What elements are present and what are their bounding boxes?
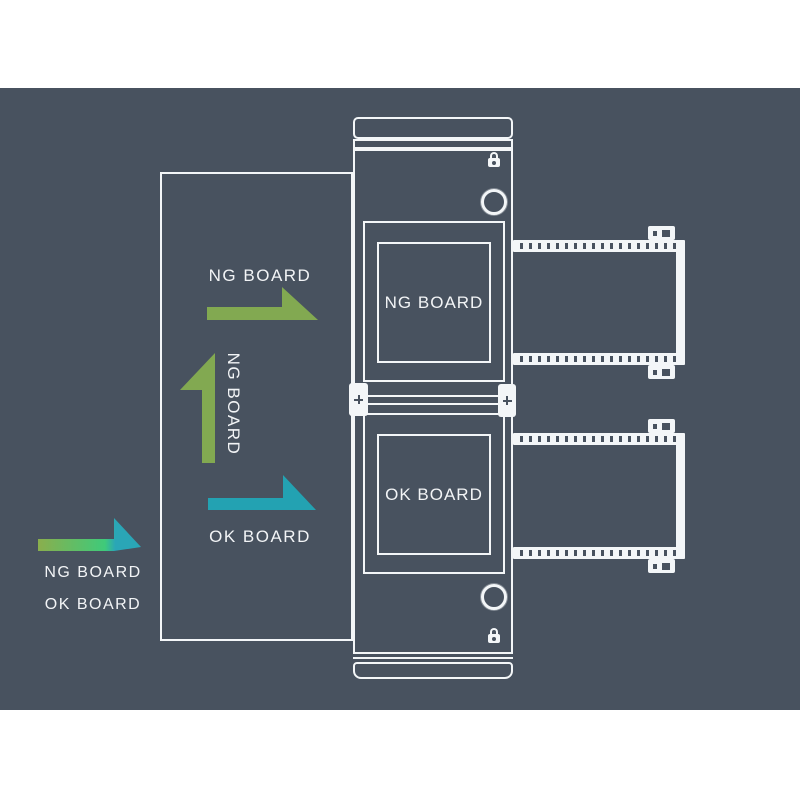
ok-rack-bottom-rail <box>513 547 685 559</box>
ng-rack-bottom-bracket <box>648 365 675 379</box>
junction-left-hinge <box>349 383 368 416</box>
lock-body <box>488 158 500 167</box>
knob-icon <box>481 189 507 215</box>
ok-chamber-window: OK BOARD <box>377 434 491 555</box>
lock-icon <box>488 152 500 167</box>
legend-ok-label: OK BOARD <box>44 596 142 613</box>
ok-rack-end-bar <box>676 433 685 559</box>
ok-rack-bottom-bracket <box>648 559 675 573</box>
ng-rack-bottom-rail <box>513 353 685 365</box>
ok-rack-top-bracket <box>648 419 675 433</box>
lock-shackle <box>490 628 498 634</box>
ok-out-flow-label: OK BOARD <box>209 527 311 546</box>
lock-icon <box>488 628 500 643</box>
legend-ng-label: NG BOARD <box>44 564 142 581</box>
ng-chamber-door <box>363 221 505 382</box>
ng-chamber-window: NG BOARD <box>377 242 491 363</box>
machine-top-cap <box>353 117 513 139</box>
ng-out-flow-label: NG BOARD <box>208 266 312 285</box>
lock-shackle <box>490 152 498 158</box>
machine-top-band <box>353 139 513 149</box>
machine-bottom-cap <box>353 662 513 679</box>
ng-rack-top-rail <box>513 240 685 252</box>
ng-rack-end-bar <box>676 240 685 365</box>
ng-up-flow-label: NG BOARD <box>224 352 243 456</box>
knob-icon <box>481 584 507 610</box>
ng-rack-top-bracket <box>648 226 675 240</box>
lock-body <box>488 634 500 643</box>
ok-rack-top-rail <box>513 433 685 445</box>
diagram-background-panel <box>0 88 800 710</box>
ok-chamber-door <box>363 413 505 574</box>
loader-outline-rect <box>160 172 353 641</box>
junction-right-hinge <box>498 384 516 417</box>
ok-chamber-label: OK BOARD <box>385 484 483 504</box>
ng-chamber-label: NG BOARD <box>384 292 484 312</box>
machine-bottom-line <box>353 657 513 659</box>
chamber-junction-rail <box>367 395 500 405</box>
